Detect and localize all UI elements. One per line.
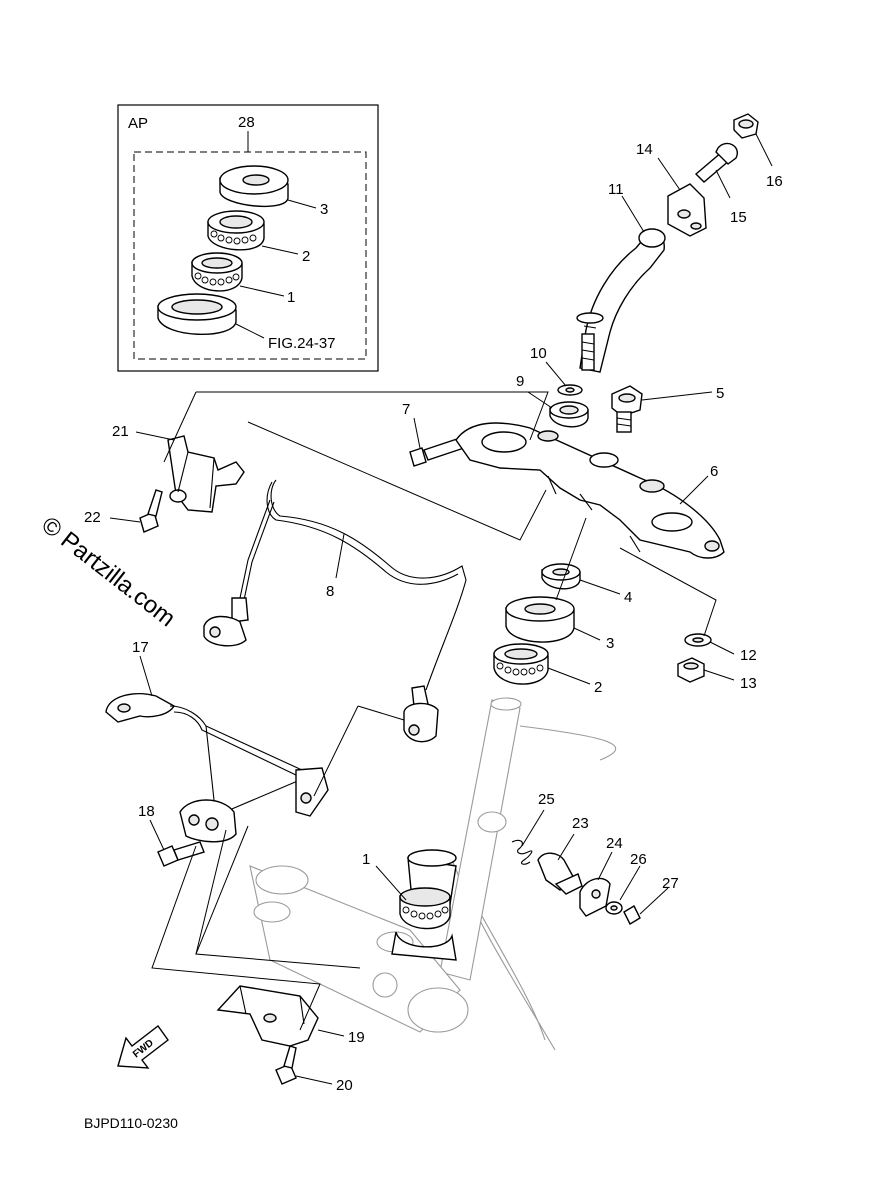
steering-stem: [391, 849, 457, 961]
kit-box-title: AP: [128, 115, 148, 132]
callout-5: 5: [716, 385, 724, 402]
collar-26: [605, 901, 623, 915]
callout-3: 3: [606, 635, 614, 652]
holder-cap: [667, 183, 707, 237]
screw-27: [623, 905, 641, 925]
callout-12: 12: [740, 647, 757, 664]
callout-16: 16: [766, 173, 783, 190]
callout-1: 1: [362, 851, 370, 868]
callout-15: 15: [730, 209, 747, 226]
bolt-5: [611, 385, 643, 433]
callout-leaders: [109, 133, 773, 1085]
bracket-21: [167, 435, 245, 513]
bolt-20: [275, 1045, 297, 1085]
fwd-arrow-icon: FWD: [117, 1025, 169, 1069]
upper-bracket: [455, 422, 725, 559]
kit-upper-bearing: [207, 210, 265, 251]
collar-9: [549, 401, 589, 428]
guide-19: [216, 985, 319, 1047]
callout-numbers: 11 14 15 16 10 9 5 7 6 21 22 8 4 3 2 12 …: [84, 141, 783, 1094]
bracket-17: [105, 693, 329, 843]
kit-reference-label: FIG.24-37: [268, 335, 336, 352]
assembly-lines: [151, 391, 717, 1031]
callout-6: 6: [710, 463, 718, 480]
callout-23: 23: [572, 815, 589, 832]
callout-25: 25: [538, 791, 555, 808]
kit-lower-bearing: [191, 252, 243, 292]
kit-callout-2: 2: [302, 248, 310, 265]
bolt-7: [409, 437, 465, 467]
callout-7: 7: [402, 401, 410, 418]
callout-20: 20: [336, 1077, 353, 1094]
callout-13: 13: [740, 675, 757, 692]
diagram-code: BJPD110-0230: [84, 1115, 178, 1131]
callout-14: 14: [636, 141, 653, 158]
kit-number-label: 28: [238, 114, 255, 131]
nut-13: [677, 657, 705, 683]
watermark: © Partzilla.com: [36, 511, 180, 632]
kit-callout-1: 1: [287, 289, 295, 306]
callout-27: 27: [662, 875, 679, 892]
callout-8: 8: [326, 583, 334, 600]
plunger-23: [537, 852, 583, 895]
kit-bearing-cap: [219, 165, 289, 208]
bearing-2: [493, 643, 549, 685]
kit-callout-3: 3: [320, 201, 328, 218]
callout-9: 9: [516, 373, 524, 390]
handlebar-holder: [576, 228, 666, 373]
callout-21: 21: [112, 423, 129, 440]
callout-26: 26: [630, 851, 647, 868]
callout-24: 24: [606, 835, 623, 852]
bolt-18: [157, 841, 205, 867]
callout-10: 10: [530, 345, 547, 362]
callout-4: 4: [624, 589, 632, 606]
spring-25: [511, 839, 533, 865]
callout-18: 18: [138, 803, 155, 820]
callout-2: 2: [594, 679, 602, 696]
kit-race: [157, 293, 237, 336]
bearing-cap-3: [505, 596, 575, 643]
holder-nut: [733, 113, 759, 139]
plate-24: [579, 877, 611, 917]
kit-box: AP 28: [117, 104, 379, 372]
callout-19: 19: [348, 1029, 365, 1046]
callout-11: 11: [608, 181, 624, 198]
callout-22: 22: [84, 509, 101, 526]
bolt-22: [139, 489, 163, 533]
holder-bolt: [694, 142, 738, 183]
cable-8: [203, 479, 467, 743]
callout-17: 17: [132, 639, 149, 656]
